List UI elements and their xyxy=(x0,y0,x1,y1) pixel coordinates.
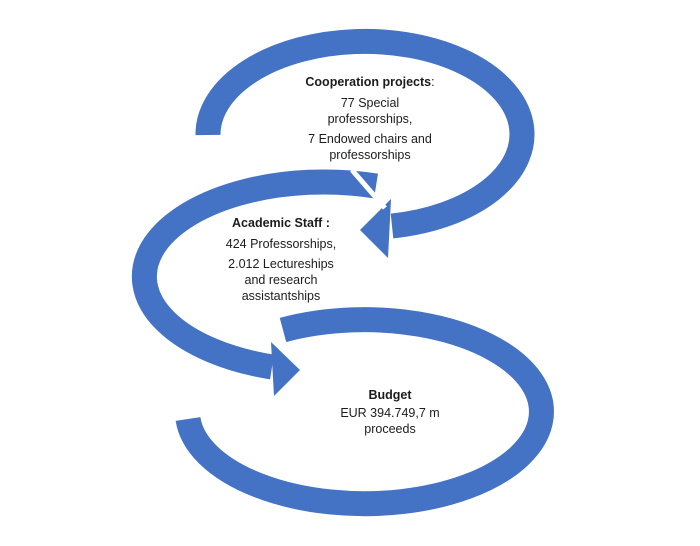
node-line: 424 Professorships, xyxy=(225,237,337,251)
node-line: 2.012 Lectureships xyxy=(228,257,334,271)
node-line: professorships, xyxy=(327,112,413,126)
node-line: professorships xyxy=(329,148,411,162)
node-title: Cooperation projects: xyxy=(275,74,465,90)
node-line: assistantships xyxy=(241,289,321,303)
node-line: EUR 394.749,7 m xyxy=(340,406,440,420)
node-budget: Budget EUR 394.749,7 m proceeds xyxy=(310,387,470,437)
node-title: Budget xyxy=(368,388,412,402)
node-cooperation-projects: Cooperation projects: 77 Special profess… xyxy=(275,74,465,163)
node-title: Academic Staff : xyxy=(232,216,330,230)
node-line: and research xyxy=(244,273,318,287)
arrow-academic-to-budget xyxy=(131,169,378,396)
arrow-cooperation-to-academic xyxy=(195,28,535,258)
node-line: proceeds xyxy=(364,422,416,436)
node-line: 7 Endowed chairs and xyxy=(308,132,432,146)
node-academic-staff: Academic Staff : 424 Professorships, 2.0… xyxy=(196,215,366,304)
separator xyxy=(260,316,294,354)
budget-cycle-arc xyxy=(175,307,554,517)
title-text: Cooperation projects xyxy=(305,75,432,89)
node-line: 77 Special xyxy=(340,96,400,110)
title-suffix: : xyxy=(431,75,435,89)
separator xyxy=(350,168,387,210)
